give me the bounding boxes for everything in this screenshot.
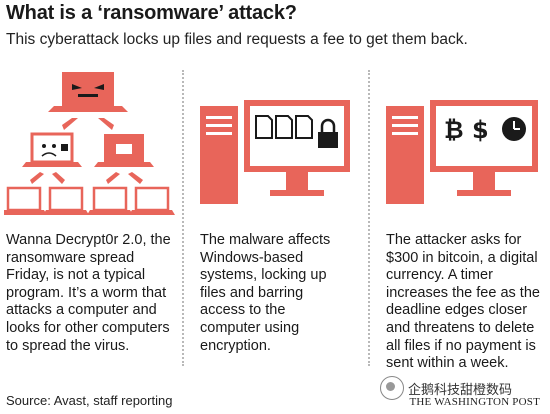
text-line: ransomware spread [6,249,135,266]
lock-icon [318,118,338,148]
column-1-text: Wanna Decrypt0r 2.0, the ransomware spre… [6,232,178,355]
arrow-icon [98,118,114,130]
file-icon [255,115,313,139]
text-line: deadline edges closer [386,302,528,319]
arrow-icon [52,172,65,184]
text-line: and threatens to delete [386,319,535,336]
text-line: The malware affects [200,232,331,248]
text-line: Windows-based [200,249,304,266]
text-line: Friday, is not a typical [6,267,146,284]
sad-laptop-icon [129,186,175,215]
desktop-locked-files-icon [200,100,350,204]
dollar-icon: $ [472,116,489,144]
sad-laptop-icon [43,186,89,215]
text-line: looks for other computers [6,319,170,336]
column-3-text: The attacker asks for $300 in bitcoin, a… [386,232,546,373]
page-subtitle: This cyberattack locks up files and requ… [6,31,468,48]
column-divider-2 [368,70,370,366]
sad-laptop-icon [22,132,82,167]
text-line: files and barring [200,284,304,301]
timer-icon [502,117,526,141]
page-title: What is a ‘ransomware’ attack? [6,2,297,24]
desktop-ransom-icon: ₿ $ [386,100,538,204]
infected-laptop-icon [94,134,154,167]
bitcoin-icon: ₿ [444,116,464,144]
text-line: currency. A timer [386,267,493,284]
arrow-icon [128,172,143,184]
text-line: sent within a week. [386,355,509,372]
text-line: Wanna Decrypt0r 2.0, the [6,232,171,248]
text-line: attacks a computer and [6,302,157,319]
column-divider-1 [182,70,184,366]
source-note: Source: Avast, staff reporting [6,393,173,408]
sad-laptop-icon [4,186,47,215]
laptop-network-icon [4,72,175,215]
text-line: all files if no payment is [386,337,536,354]
text-line: systems, locking up [200,267,327,284]
arrow-icon [62,118,78,130]
text-line: computer using [200,319,300,336]
sad-laptop-icon [87,186,133,215]
text-line: The attacker asks for [386,232,522,248]
text-line: increases the fee as the [386,284,540,301]
arrow-icon [106,172,120,184]
wechat-logo-icon [380,376,404,400]
text-line: $300 in bitcoin, a digital [386,249,538,266]
arrow-icon [30,172,44,184]
watermark: 企鹅科技甜橙数码 [380,376,512,400]
column-2-text: The malware affects Windows-based system… [200,232,362,355]
infected-laptop-icon [48,72,128,112]
text-line: to spread the virus. [6,337,130,354]
text-line: access to the [200,302,286,319]
watermark-text: 企鹅科技甜橙数码 [408,381,513,397]
text-line: program. It’s a worm that [6,284,167,301]
text-line: encryption. [200,337,271,354]
publisher-credit: THE WASHINGTON POST [409,396,540,408]
